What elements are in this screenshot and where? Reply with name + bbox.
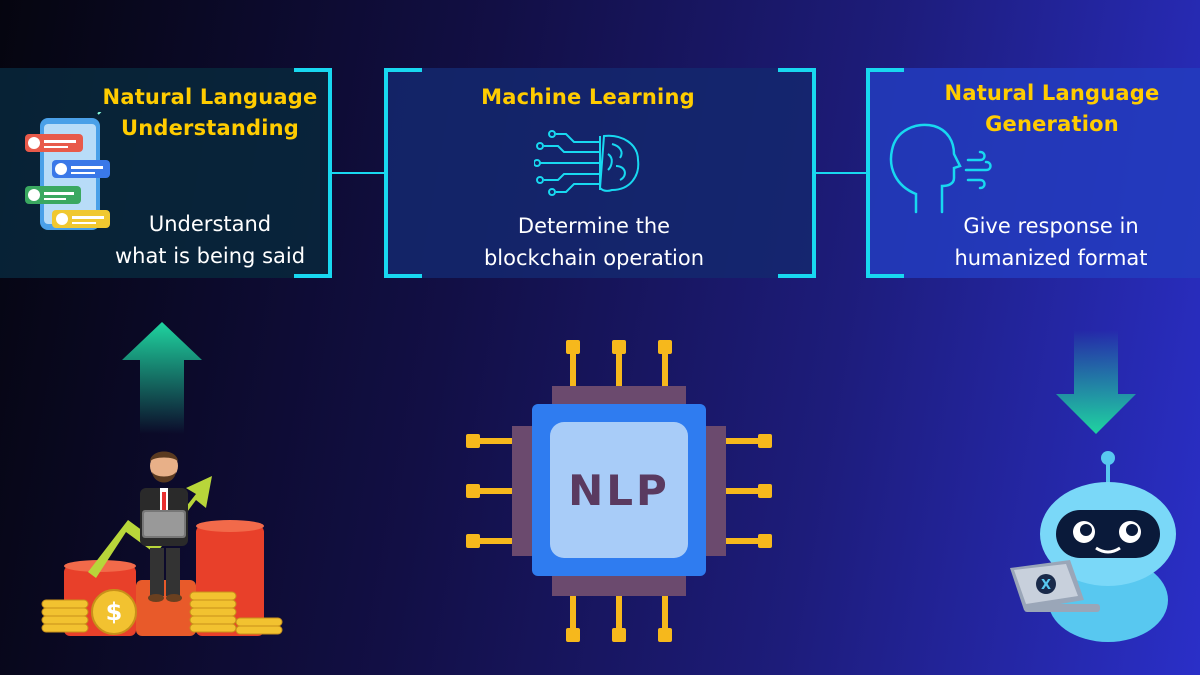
businessman-growth-illustration: $ [41, 451, 283, 636]
bracket-right [778, 68, 816, 278]
robot-laptop-illustration: X [1010, 451, 1176, 642]
bracket-right [294, 68, 332, 278]
arrow-down-icon [1056, 330, 1136, 434]
svg-text:X: X [1041, 578, 1051, 593]
bracket-left [866, 68, 904, 278]
bracket-left [384, 68, 422, 278]
stage-title: Machine Learning [481, 85, 695, 109]
nlp-chip-icon [466, 340, 772, 642]
arrow-up-icon [122, 322, 202, 434]
connector-line [816, 172, 866, 174]
chat-bubbles-phone-icon [25, 112, 110, 230]
chip-label: NLP [568, 466, 670, 515]
connector-line [332, 172, 384, 174]
speaking-head-icon [889, 123, 992, 214]
circuit-brain-icon [534, 130, 640, 196]
svg-text:$: $ [106, 598, 123, 626]
